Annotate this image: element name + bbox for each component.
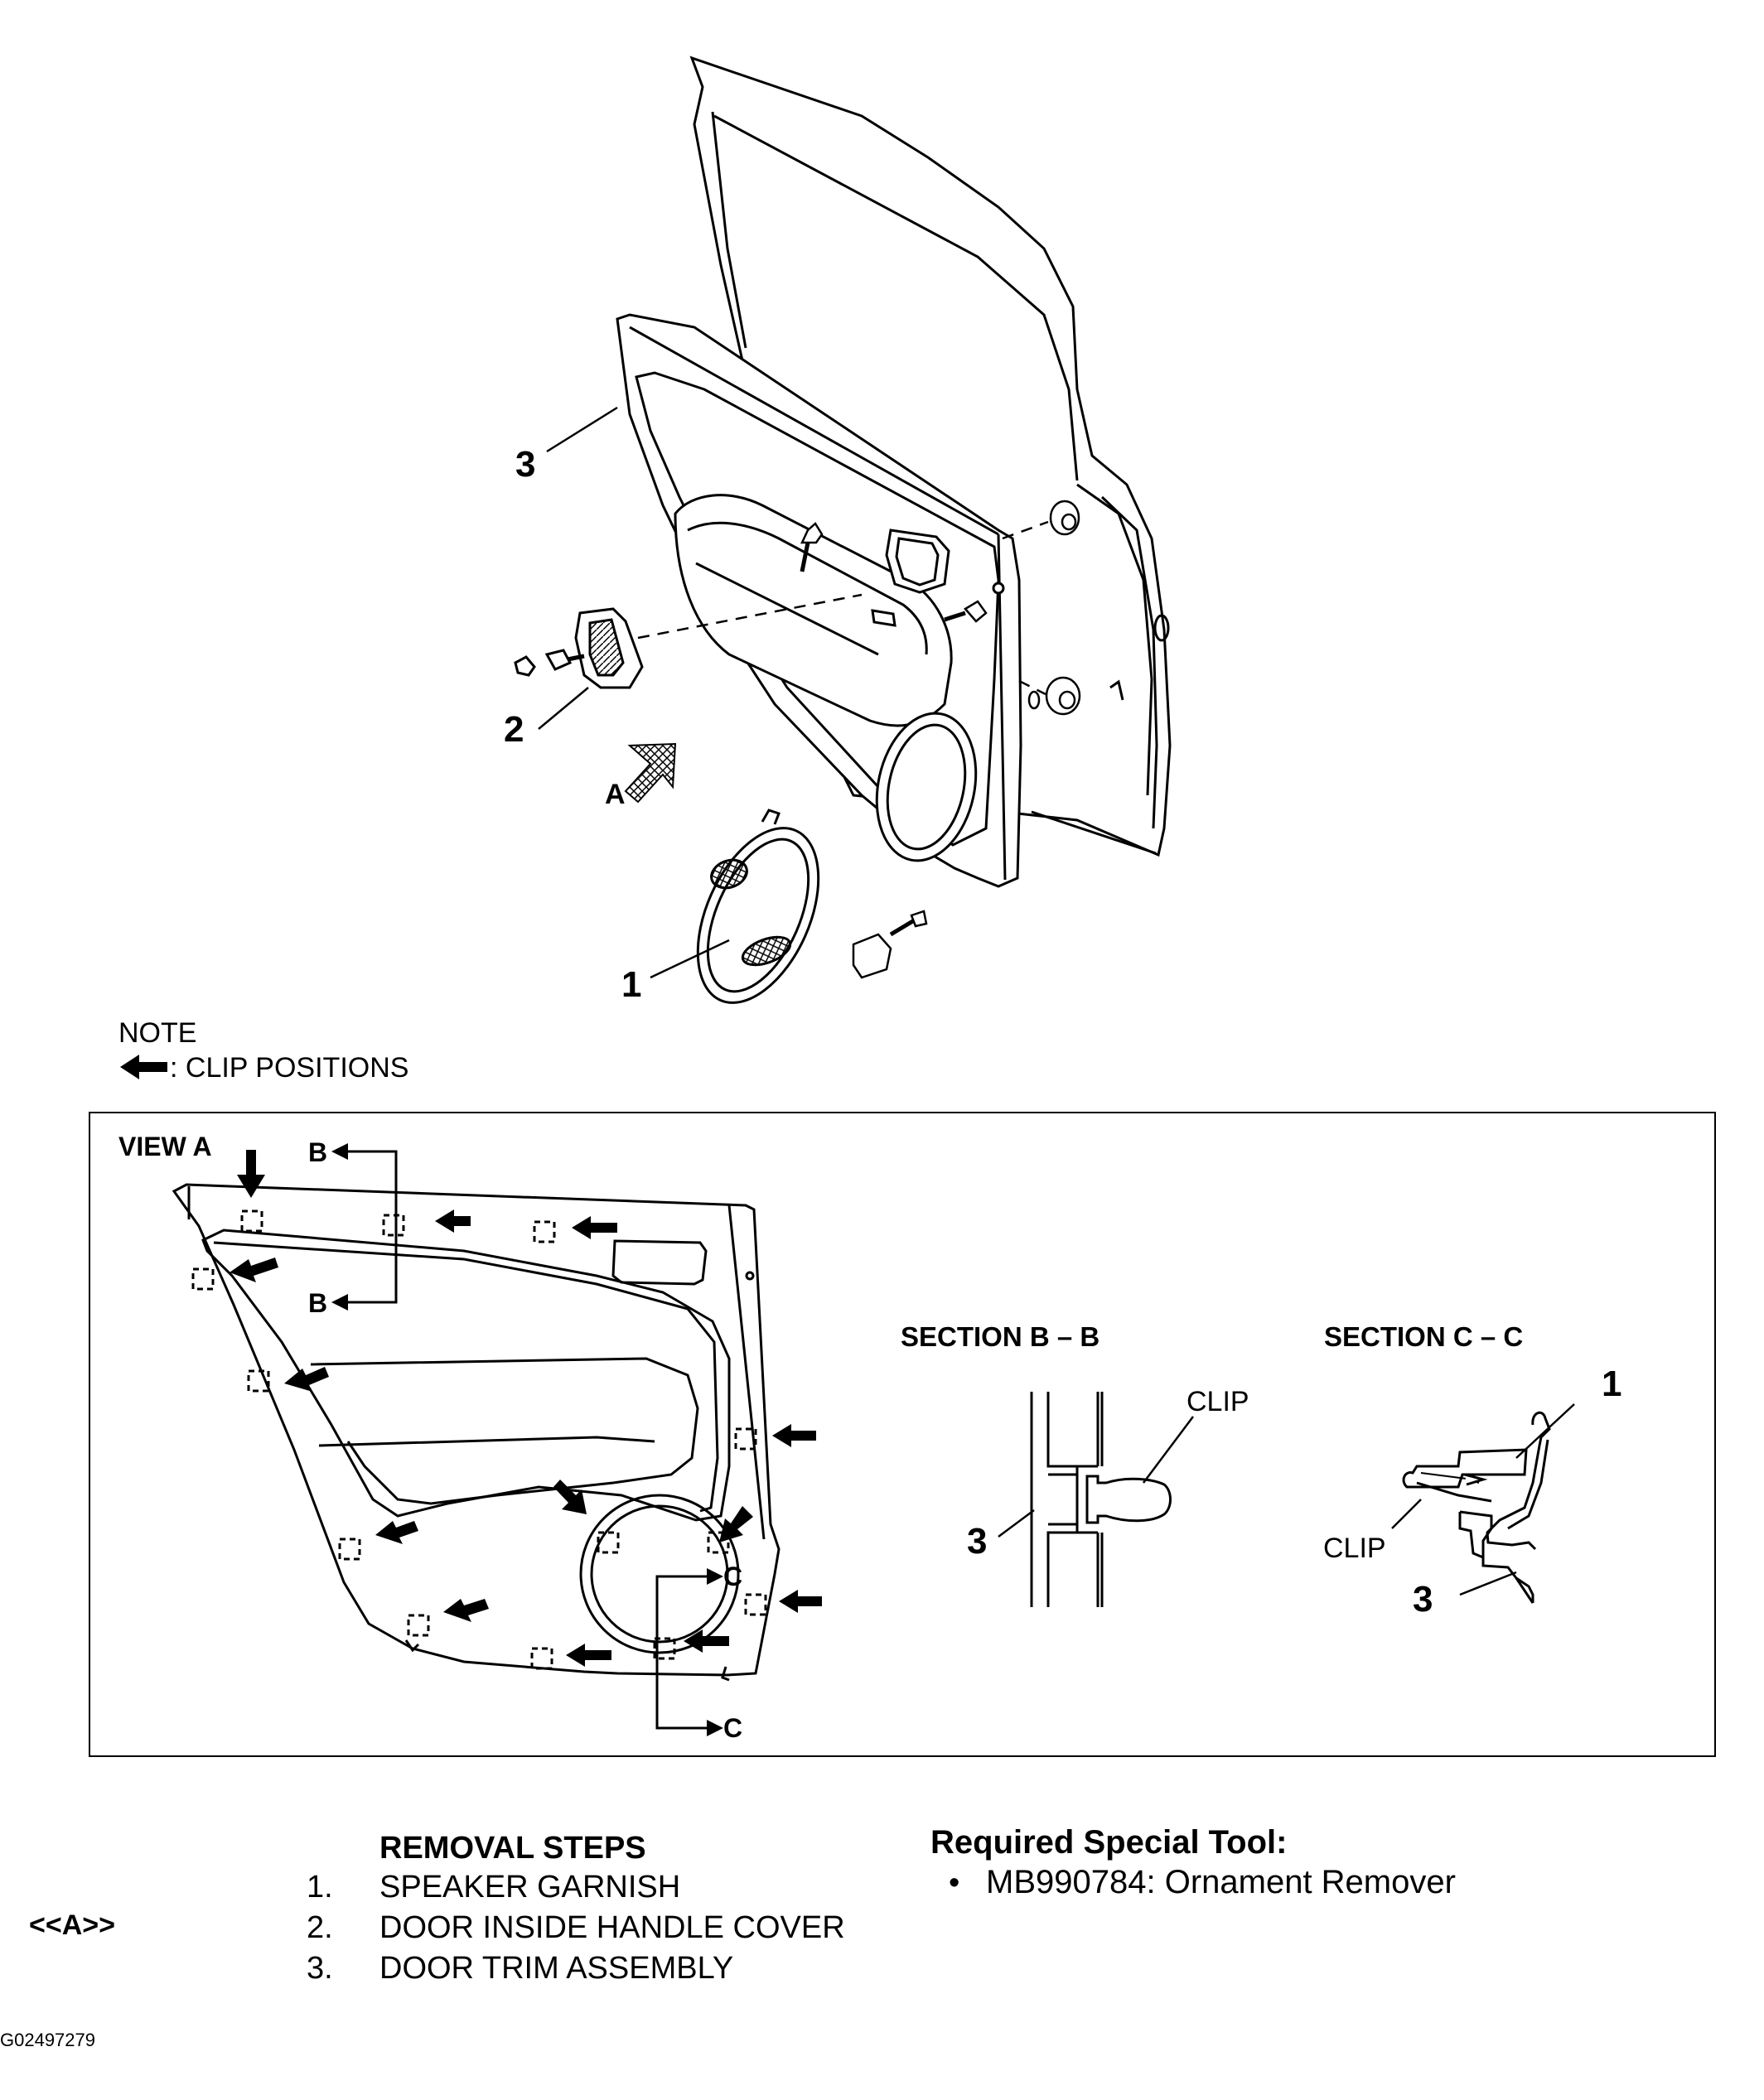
section-cc-callout-1: 1 [1602,1364,1621,1404]
section-b-label-top: B [308,1137,327,1167]
tool-item: MB990784: Ornament Remover [986,1864,1456,1900]
section-c-arrow-icon [707,1568,723,1585]
tool-bullet: • [949,1866,959,1900]
removal-step-label: DOOR INSIDE HANDLE COVER [379,1910,845,1945]
garnish-clip [852,910,928,979]
leader-dash-lines [637,520,1049,696]
section-b-label-bottom: B [308,1288,327,1318]
clip-arrow-icon [772,1424,816,1447]
clip-arrow-icon [684,1629,729,1653]
inside-handle-cover [514,607,644,689]
clip-arrow-icon [779,1590,822,1613]
removal-step-num: 1. [307,1870,333,1904]
section-bb-leaders [998,1416,1194,1538]
section-bb-title: SECTION B – B [901,1321,1099,1352]
clip-arrow-icon [230,1258,278,1282]
section-b-cut-line [346,1150,398,1304]
removal-heading: REMOVAL STEPS [379,1831,646,1866]
section-cc-drawing [1402,1411,1551,1604]
section-c-arrow-icon [707,1720,723,1736]
speaker-garnish [696,809,820,1004]
clip-arrow-icon [375,1521,418,1544]
clip-arrow-icon [443,1599,489,1622]
view-a-arrow-icon [624,742,677,804]
clip-arrow-icon [237,1150,265,1198]
clip-arrow-icon [553,1480,587,1514]
clip-arrow-icon [572,1216,617,1239]
view-a-title: VIEW A [118,1132,212,1161]
clip-arrow-icon [435,1209,471,1233]
view-a-callout: A [605,779,626,810]
section-bb-drawing [1030,1392,1172,1607]
section-c-label-bottom: C [723,1713,742,1743]
view-a-trim-outline [172,1183,781,1682]
callout-leaders [538,406,730,979]
note-legend-text: : CLIP POSITIONS [170,1052,408,1084]
removal-step-num: 2. [307,1910,333,1945]
door-trim-panel [616,313,1022,888]
removal-marker: <<A>> [29,1909,115,1941]
removal-step-num: 3. [307,1951,333,1986]
clip-position-markers [191,1209,767,1670]
section-cc-title: SECTION C – C [1324,1321,1523,1352]
section-bb-callout-3: 3 [967,1521,987,1562]
section-b-arrow-icon [331,1143,348,1160]
section-bb-clip-label: CLIP [1186,1386,1249,1417]
removal-step-label: DOOR TRIM ASSEMBLY [379,1951,733,1986]
clip-arrow-icon [566,1644,611,1667]
clip-arrow-icon [719,1506,753,1542]
note-title: NOTE [118,1017,196,1049]
clip-arrows [230,1150,822,1667]
callout-1: 1 [621,964,641,1005]
callout-3: 3 [515,444,535,485]
trim-screws [800,500,1081,716]
section-c-cut-line [655,1575,708,1730]
clip-arrow-icon [284,1367,329,1392]
section-c-label-top: C [723,1562,742,1591]
tool-heading: Required Special Tool: [930,1824,1287,1861]
section-cc-leaders [1391,1403,1575,1596]
clip-position-arrow-icon [120,1055,167,1079]
section-b-arrow-icon [331,1294,348,1311]
removal-step-label: SPEAKER GARNISH [379,1870,680,1904]
view-a-frame [89,1112,1716,1757]
figure-id: G02497279 [0,2030,95,2050]
section-cc-callout-3: 3 [1413,1579,1433,1620]
section-cc-clip-label: CLIP [1323,1533,1386,1564]
callout-2: 2 [504,709,524,750]
